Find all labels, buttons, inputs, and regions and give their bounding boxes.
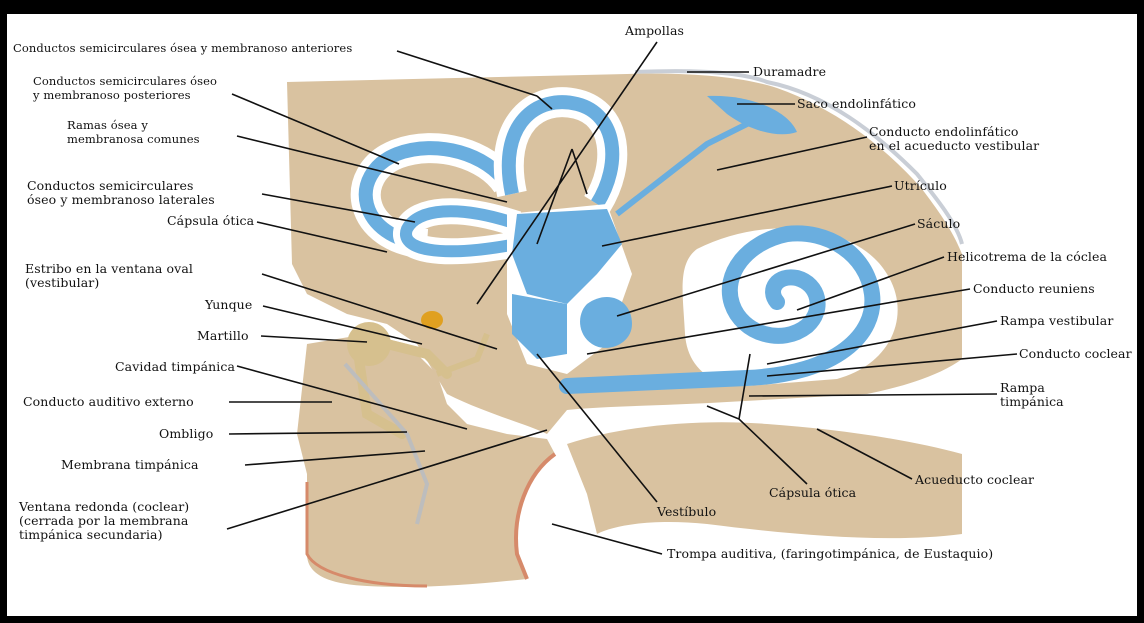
diagram-canvas: Conductos semicirculares ósea y membrano… <box>7 14 1137 616</box>
label-saco-endolinfatico: Saco endolinfático <box>797 97 916 111</box>
label-conducto-auditivo-externo: Conducto auditivo externo <box>23 395 194 409</box>
label-capsula-otica-left: Cápsula ótica <box>167 214 254 228</box>
label-capsula-otica-bottom: Cápsula ótica <box>769 486 856 500</box>
label-helicotrema: Helicotrema de la cóclea <box>947 250 1107 264</box>
label-acueducto-coclear: Acueducto coclear <box>915 473 1034 487</box>
label-cavidad-timpanica: Cavidad timpánica <box>115 360 235 374</box>
label-ombligo: Ombligo <box>159 427 213 441</box>
label-conducto-endolinfatico: Conducto endolinfático en el acueducto v… <box>869 125 1039 153</box>
label-semi-posteriores: Conductos semicirculares óseo y membrano… <box>33 74 217 102</box>
label-ampollas: Ampollas <box>625 24 684 38</box>
label-yunque: Yunque <box>205 298 252 312</box>
label-membrana-timpanica: Membrana timpánica <box>61 458 199 472</box>
label-utriculo: Utrículo <box>894 179 947 193</box>
label-trompa-auditiva: Trompa auditiva, (faringotimpánica, de E… <box>667 547 993 561</box>
label-martillo: Martillo <box>197 329 249 343</box>
saccule <box>580 297 632 348</box>
label-vestibulo: Vestíbulo <box>657 505 716 519</box>
label-rampa-vestibular: Rampa vestibular <box>1000 314 1113 328</box>
label-ventana-redonda: Ventana redonda (coclear) (cerrada por l… <box>19 500 189 542</box>
label-semi-laterales: Conductos semicirculares óseo y membrano… <box>27 179 215 207</box>
label-ramas-comunes: Ramas ósea y membranosa comunes <box>67 118 200 146</box>
eustachian-bone <box>567 422 962 538</box>
label-saculo: Sáculo <box>917 217 960 231</box>
label-semi-anteriores: Conductos semicirculares ósea y membrano… <box>13 41 352 55</box>
label-estribo: Estribo en la ventana oval (vestibular) <box>25 262 193 290</box>
label-duramadre: Duramadre <box>753 65 826 79</box>
label-conducto-reuniens: Conducto reuniens <box>973 282 1095 296</box>
label-conducto-coclear: Conducto coclear <box>1019 347 1132 361</box>
label-rampa-timpanica: Rampa timpánica <box>1000 381 1064 409</box>
